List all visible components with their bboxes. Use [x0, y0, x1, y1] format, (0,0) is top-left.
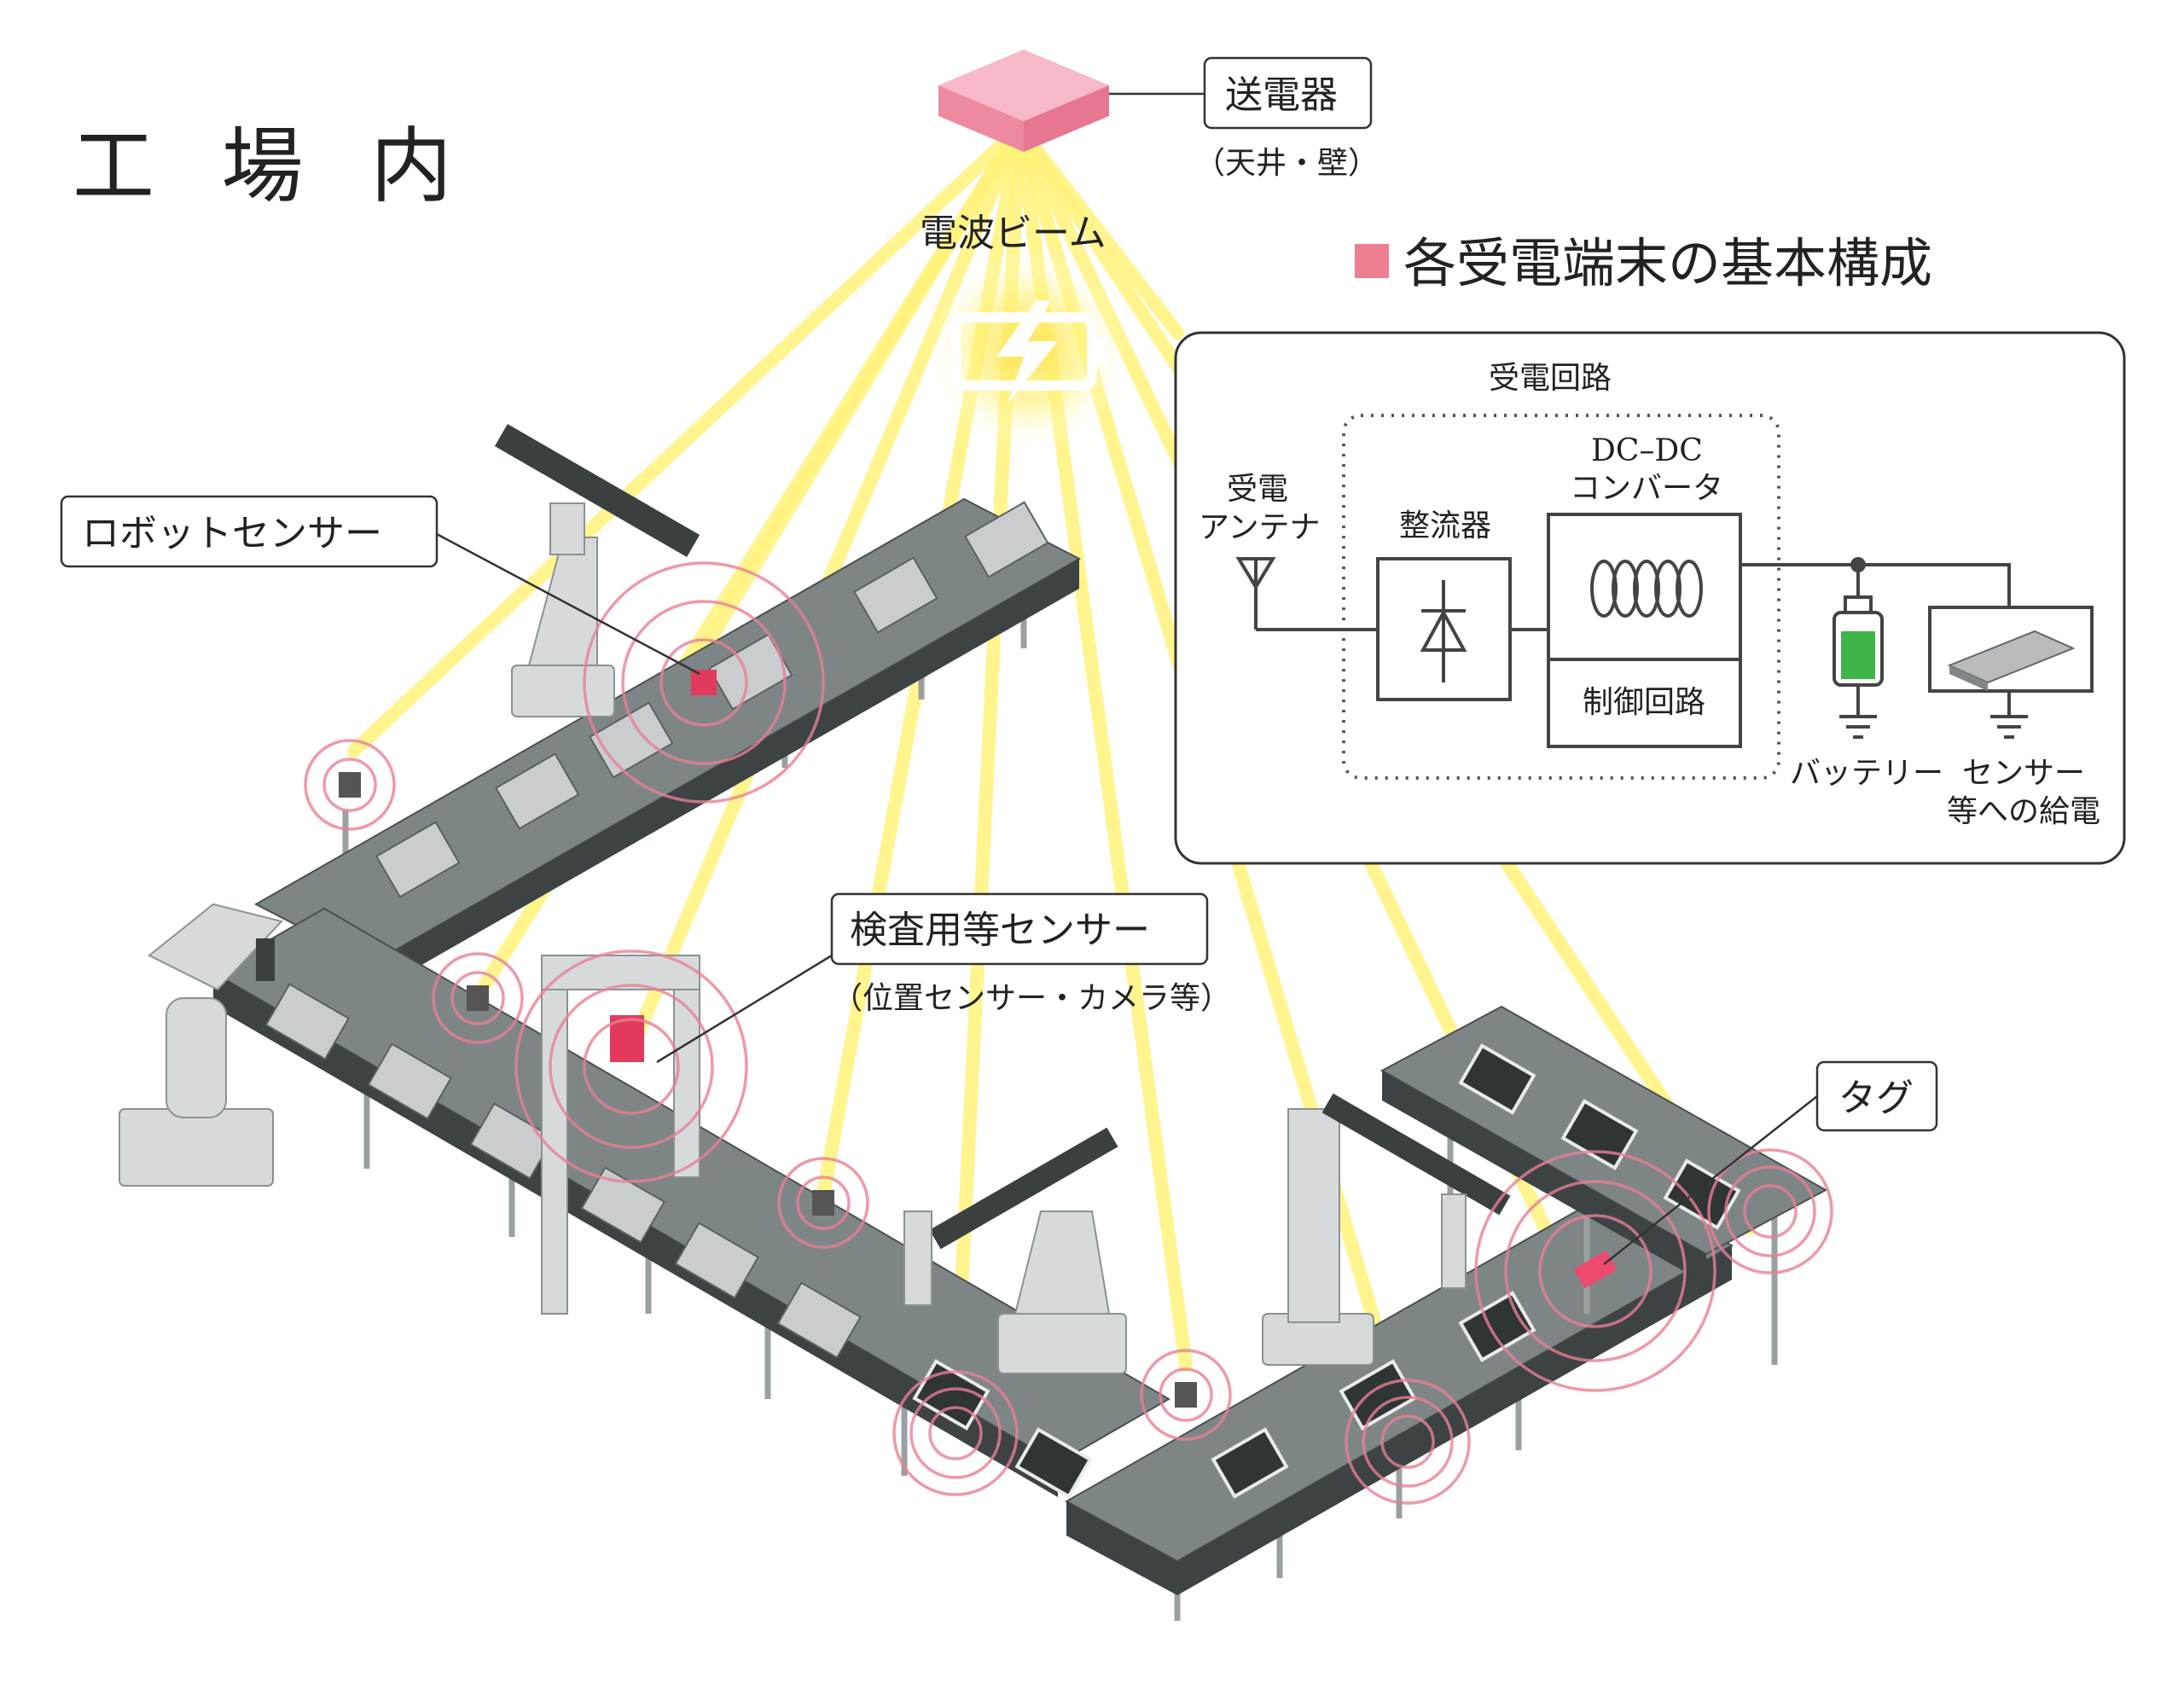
antenna-label-1: 受電	[1227, 472, 1288, 507]
ring-inspection	[514, 949, 748, 1183]
conveyor-left	[212, 907, 1170, 1499]
conveyor-right	[1380, 1005, 1828, 1365]
diode-icon	[1420, 580, 1467, 682]
robot-sensor-label-box	[60, 495, 439, 568]
circuit-boundary	[1342, 414, 1780, 780]
inspection-sensor-sublabel: （位置センサー・カメラ等）	[832, 981, 1231, 1016]
transmitter-sublabel: （天井・壁）	[1194, 146, 1379, 181]
ring-sensor	[1140, 1349, 1232, 1441]
inspection-sensor-label-box	[830, 892, 1209, 966]
page-title: 工 場 内	[73, 119, 473, 214]
sensor-chip-icon	[1928, 606, 2094, 739]
battery-charge-icon	[950, 300, 1107, 405]
beam-label: 電波ビーム	[920, 212, 1107, 255]
ring-robot-sensor	[583, 561, 825, 804]
control-circuit-label: 制御回路	[1583, 685, 1705, 720]
transmitter-label-box	[1203, 56, 1373, 130]
conveyor-upper	[253, 497, 1082, 994]
dcdc-box	[1547, 513, 1742, 748]
transmitter-label: 送電器	[1225, 73, 1338, 117]
receiver-config-panel: 受電回路 受電 アンテナ 整流器 DC–DC コンバータ	[1174, 331, 2126, 865]
battery-icon	[1833, 595, 1884, 739]
inspection-gate	[541, 955, 700, 1315]
circuit-label: 受電回路	[1489, 361, 1612, 396]
beam	[1013, 121, 1184, 340]
robot-arm-right	[1262, 1093, 1511, 1366]
coil-icon	[1590, 560, 1703, 618]
ring-sensor	[432, 952, 524, 1044]
ring-sensor	[1345, 1379, 1471, 1505]
robot-arm-bottom	[903, 1127, 1127, 1374]
rectifier-label: 整流器	[1399, 508, 1491, 543]
supply-label-1: センサー	[1962, 756, 2085, 791]
dcdc-label-1: DC–DC	[1591, 433, 1703, 468]
battery-label: バッテリー	[1790, 756, 1943, 791]
transmitter	[938, 49, 1109, 152]
tag-label-box	[1815, 1060, 1938, 1132]
ring-sensor	[892, 1370, 1019, 1496]
conveyor-bottom	[1064, 1184, 1734, 1621]
heading-marker	[1355, 244, 1389, 278]
tag-label: タグ	[1838, 1077, 1914, 1120]
ring-sensor	[1707, 1148, 1833, 1274]
robot-arm-left	[119, 903, 283, 1187]
inspection-sensor-label: 検査用等センサー	[850, 909, 1150, 952]
dcdc-label-2: コンバータ	[1570, 471, 1723, 506]
ring-sensor	[777, 1157, 869, 1249]
wire	[1740, 563, 2011, 607]
robot-sensor-label: ロボットセンサー	[82, 512, 382, 555]
antenna-icon	[1235, 557, 1276, 630]
ring-sensor	[304, 739, 396, 831]
supply-label-2: 等への給電	[1947, 794, 2100, 829]
ring-tag	[1474, 1150, 1716, 1392]
antenna-label-2: アンテナ	[1199, 510, 1321, 545]
receiver-rings	[304, 561, 1833, 1505]
panel-heading: 各受電端末の基本構成	[1403, 232, 1932, 294]
beam	[347, 121, 1026, 758]
